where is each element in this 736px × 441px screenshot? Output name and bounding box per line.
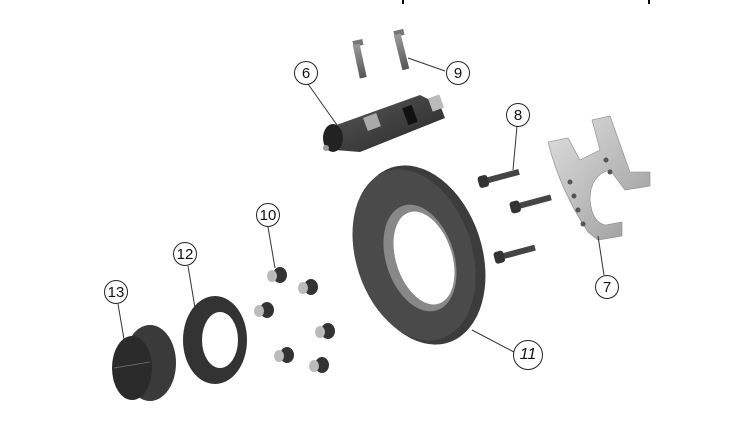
callout-9: 9 [446,61,470,85]
leader-lines [117,57,605,353]
callout-12: 12 [173,242,197,266]
edge-tick [648,0,650,4]
disc-bushings [254,267,335,373]
callout-6: 6 [294,61,318,85]
caliper-bracket [547,115,651,241]
edge-tick [402,0,404,4]
bracket-bolts [477,168,552,264]
callout-7: 7 [595,275,619,299]
callout-8: 8 [506,103,530,127]
brake-disc [352,165,486,345]
callout-13: 13 [104,280,128,304]
disc-carrier-ring [183,296,247,384]
caliper [323,94,445,152]
caliper-pins [352,28,410,79]
callout-11: 11 [513,340,543,370]
callout-10: 10 [256,203,280,227]
hub [112,325,176,401]
